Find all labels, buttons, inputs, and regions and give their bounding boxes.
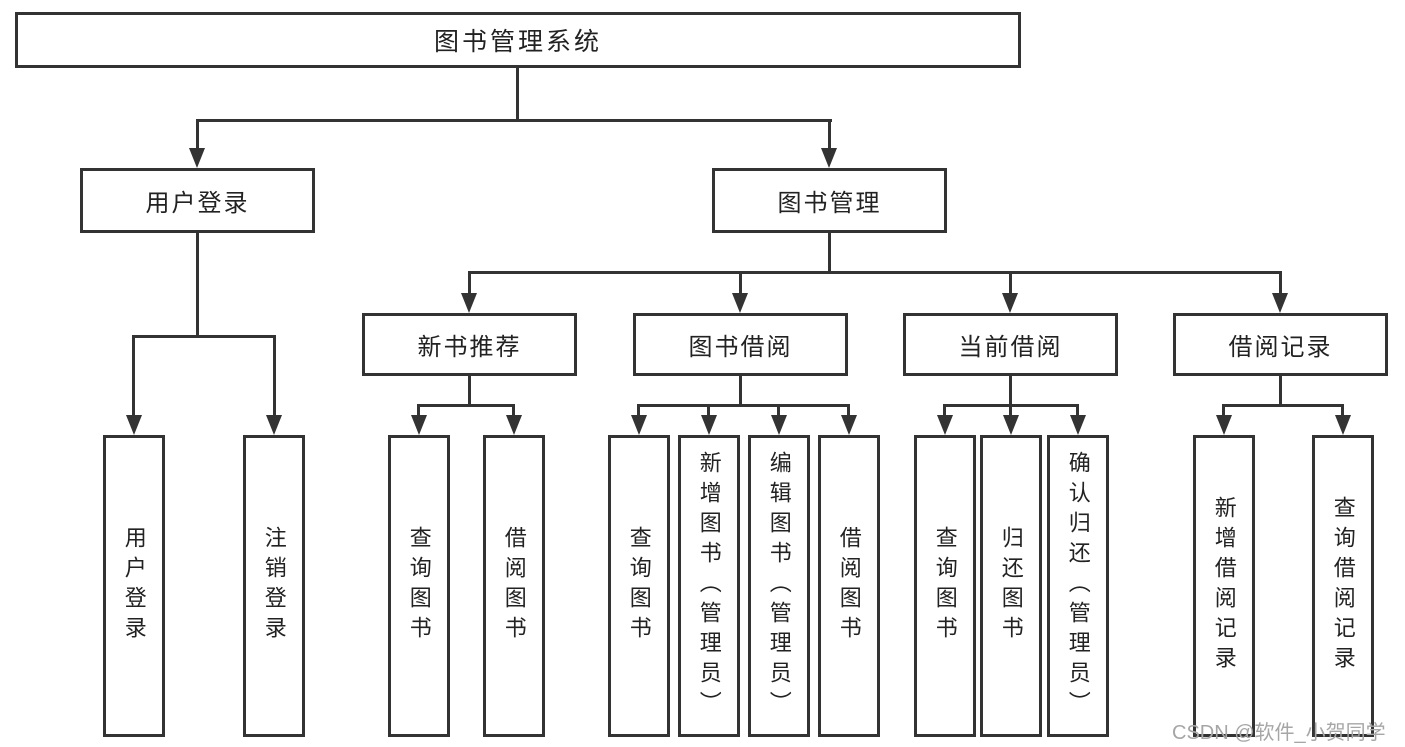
leaf-label: 查询图书 [932,526,958,646]
connector-line [417,404,420,417]
leaf-label: 确认归还（管理员） [1065,451,1091,721]
arrow-down-icon [1335,415,1351,435]
connector-line [196,233,199,338]
node-user-login: 用户登录 [80,168,315,233]
connector-line [847,404,850,417]
leaf-logout: 注销登录 [243,435,305,737]
leaf-user-login: 用户登录 [103,435,165,737]
arrow-down-icon [732,293,748,313]
connector-line [273,335,276,417]
arrow-down-icon [126,415,142,435]
connector-line [132,335,135,417]
leaf-return-books: 归还图书 [980,435,1042,737]
connector-line [417,404,515,407]
connector-line [196,119,199,150]
connector-line [1341,404,1344,417]
node-book-borrowing: 图书借阅 [633,313,848,376]
leaf-add-book-admin: 新增图书（管理员） [678,435,740,737]
leaf-label: 查询借阅记录 [1330,496,1356,676]
arrow-down-icon [461,293,477,313]
node-new-book-recommend: 新书推荐 [362,313,577,376]
leaf-borrow-books: 借阅图书 [818,435,880,737]
connector-line [1009,376,1012,407]
connector-line [943,404,946,417]
leaf-label: 借阅图书 [501,526,527,646]
arrow-down-icon [411,415,427,435]
leaf-label: 用户登录 [121,526,147,646]
leaf-label: 新增借阅记录 [1211,496,1237,676]
connector-line [739,271,742,295]
node-label: 图书借阅 [688,334,793,361]
arrow-down-icon [1216,415,1232,435]
connector-line [1279,376,1282,407]
connector-line [468,271,1282,274]
arrow-down-icon [631,415,647,435]
leaf-label: 注销登录 [261,526,287,646]
node-label: 图书管理系统 [433,28,602,56]
connector-line [468,376,471,407]
leaf-edit-book-admin: 编辑图书（管理员） [748,435,810,737]
arrow-down-icon [1003,415,1019,435]
connector-line [828,233,831,274]
leaf-query-books-borrowing: 查询图书 [608,435,670,737]
leaf-borrow-books-recommend: 借阅图书 [483,435,545,737]
leaf-query-books-recommend: 查询图书 [388,435,450,737]
arrow-down-icon [771,415,787,435]
leaf-label: 借阅图书 [836,526,862,646]
leaf-label: 查询图书 [406,526,432,646]
connector-line [468,271,471,295]
connector-line [1009,271,1012,295]
arrow-down-icon [1070,415,1086,435]
arrow-down-icon [1002,293,1018,313]
arrow-down-icon [841,415,857,435]
connector-line [516,68,519,122]
node-label: 新书推荐 [417,334,522,361]
watermark: CSDN @软件_小贺同学 [1172,722,1386,744]
leaf-label: 新增图书（管理员） [696,451,722,721]
connector-line [1009,404,1012,417]
node-borrowing-records: 借阅记录 [1173,313,1388,376]
arrow-down-icon [266,415,282,435]
connector-line [1222,404,1225,417]
connector-line [777,404,780,417]
node-label: 用户登录 [145,190,250,217]
connector-line [132,335,276,338]
leaf-query-books-current: 查询图书 [914,435,976,737]
connector-line [637,404,640,417]
connector-line [1076,404,1079,417]
arrow-down-icon [506,415,522,435]
arrow-down-icon [701,415,717,435]
arrow-down-icon [937,415,953,435]
arrow-down-icon [1272,293,1288,313]
connector-line [739,376,742,407]
connector-line [828,119,831,150]
leaf-confirm-return-admin: 确认归还（管理员） [1047,435,1109,737]
leaf-add-borrow-record: 新增借阅记录 [1193,435,1255,737]
leaf-label: 查询图书 [626,526,652,646]
connector-line [512,404,515,417]
connector-line [637,404,850,407]
connector-line [1279,271,1282,295]
connector-line [707,404,710,417]
leaf-label: 归还图书 [998,526,1024,646]
node-book-management: 图书管理 [712,168,947,233]
node-current-borrowing: 当前借阅 [903,313,1118,376]
node-label: 借阅记录 [1228,334,1333,361]
arrow-down-icon [821,148,837,168]
connector-line [1222,404,1344,407]
arrow-down-icon [189,148,205,168]
node-library-system: 图书管理系统 [15,12,1021,68]
node-label: 当前借阅 [958,334,1063,361]
leaf-query-borrow-record: 查询借阅记录 [1312,435,1374,737]
leaf-label: 编辑图书（管理员） [766,451,792,721]
node-label: 图书管理 [777,190,882,217]
connector-line [196,119,832,122]
